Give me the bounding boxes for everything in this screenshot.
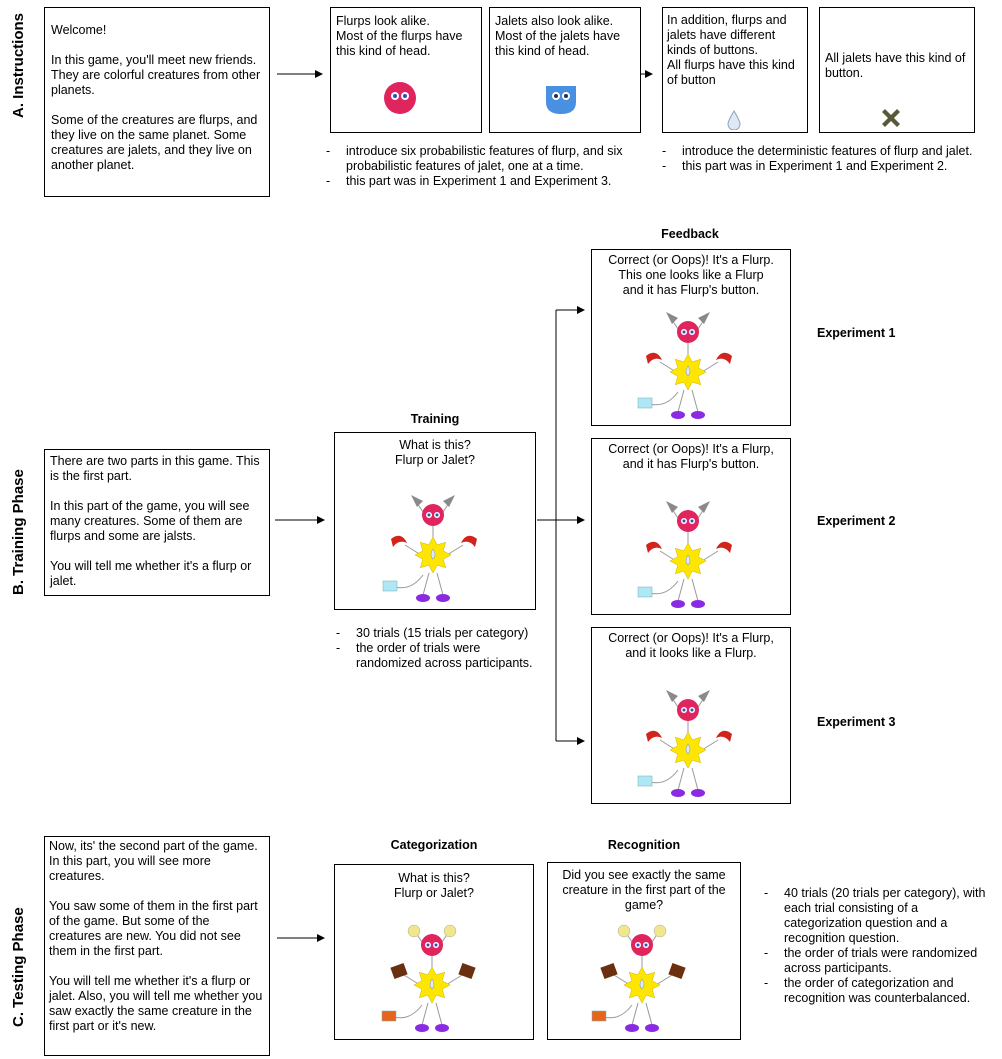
instructions-notes-right: introduce the deterministic features of …: [662, 144, 982, 174]
flurp-head-icon: [384, 82, 416, 114]
recognition-question: Did you see exactly the same creature in…: [562, 868, 726, 912]
categorization-question: What is this? Flurp or Jalet?: [394, 871, 474, 900]
feedback-text: Correct (or Oops)! It's a Flurp. This on…: [608, 253, 774, 297]
drop-icon: [727, 110, 741, 130]
jalet-button-card: All jalets have this kind of button.: [819, 7, 975, 133]
flurp-button-card: In addition, flurps and jalets have diff…: [662, 7, 808, 133]
categorization-card: What is this? Flurp or Jalet?: [334, 864, 534, 1040]
creature-figure: [637, 312, 732, 419]
flurp-head-card: Flurps look alike. Most of the flurps ha…: [330, 7, 482, 133]
note-item: introduce six probabilistic features of …: [326, 144, 646, 174]
training-header: Training: [410, 412, 460, 426]
welcome-box: Welcome! In this game, you'll meet new f…: [44, 7, 270, 197]
experiment-label-3: Experiment 3: [817, 715, 896, 729]
phase-label-testing: C. Testing Phase: [10, 907, 27, 1027]
feedback-card-1: Correct (or Oops)! It's a Flurp. This on…: [591, 249, 791, 426]
jalet-head-icon: [546, 86, 576, 114]
note-item: the order of trials were randomized acro…: [764, 946, 996, 976]
jalet-button-text: All jalets have this kind of button.: [825, 51, 966, 80]
recognition-header: Recognition: [607, 838, 681, 852]
creature-figure: [591, 924, 686, 1032]
jalet-head-text: Jalets also look alike. Most of the jale…: [495, 14, 621, 58]
feedback-text: Correct (or Oops)! It's a Flurp, and it …: [608, 442, 774, 471]
training-intro-box: There are two parts in this game. This i…: [44, 449, 270, 596]
training-card: What is this? Flurp or Jalet?: [334, 432, 536, 610]
recognition-card: Did you see exactly the same creature in…: [547, 862, 741, 1040]
phase-label-training: B. Training Phase: [10, 469, 27, 595]
experiment-label-2: Experiment 2: [817, 514, 896, 528]
categorization-header: Categorization: [390, 838, 478, 852]
creature-figure: [637, 690, 732, 797]
note-item: the order of trials were randomized acro…: [336, 641, 546, 671]
note-item: introduce the deterministic features of …: [662, 144, 982, 159]
feedback-card-2: Correct (or Oops)! It's a Flurp, and it …: [591, 438, 791, 615]
note-item: the order of categorization and recognit…: [764, 976, 996, 1006]
creature-figure: [637, 501, 732, 608]
feedback-text: Correct (or Oops)! It's a Flurp, and it …: [608, 631, 774, 660]
note-item: this part was in Experiment 1 and Experi…: [662, 159, 982, 174]
creature-figure: [381, 924, 476, 1032]
instructions-notes-left: introduce six probabilistic features of …: [326, 144, 646, 189]
training-question: What is this? Flurp or Jalet?: [395, 438, 475, 467]
feedback-header: Feedback: [661, 227, 719, 241]
creature-figure: [382, 495, 477, 602]
flurp-head-text: Flurps look alike. Most of the flurps ha…: [336, 14, 463, 58]
flurp-button-text: In addition, flurps and jalets have diff…: [667, 13, 795, 87]
jalet-head-card: Jalets also look alike. Most of the jale…: [489, 7, 641, 133]
experiment-label-1: Experiment 1: [817, 326, 896, 340]
note-item: 30 trials (15 trials per category): [336, 626, 546, 641]
training-notes: 30 trials (15 trials per category) the o…: [336, 626, 546, 671]
note-item: this part was in Experiment 1 and Experi…: [326, 174, 646, 189]
testing-notes: 40 trials (20 trials per category), with…: [764, 886, 996, 1006]
note-item: 40 trials (20 trials per category), with…: [764, 886, 996, 946]
feedback-card-3: Correct (or Oops)! It's a Flurp, and it …: [591, 627, 791, 804]
testing-intro-box: Now, its' the second part of the game. I…: [44, 836, 270, 1056]
x-cross-icon: [882, 109, 900, 127]
phase-label-instructions: A. Instructions: [10, 12, 27, 118]
